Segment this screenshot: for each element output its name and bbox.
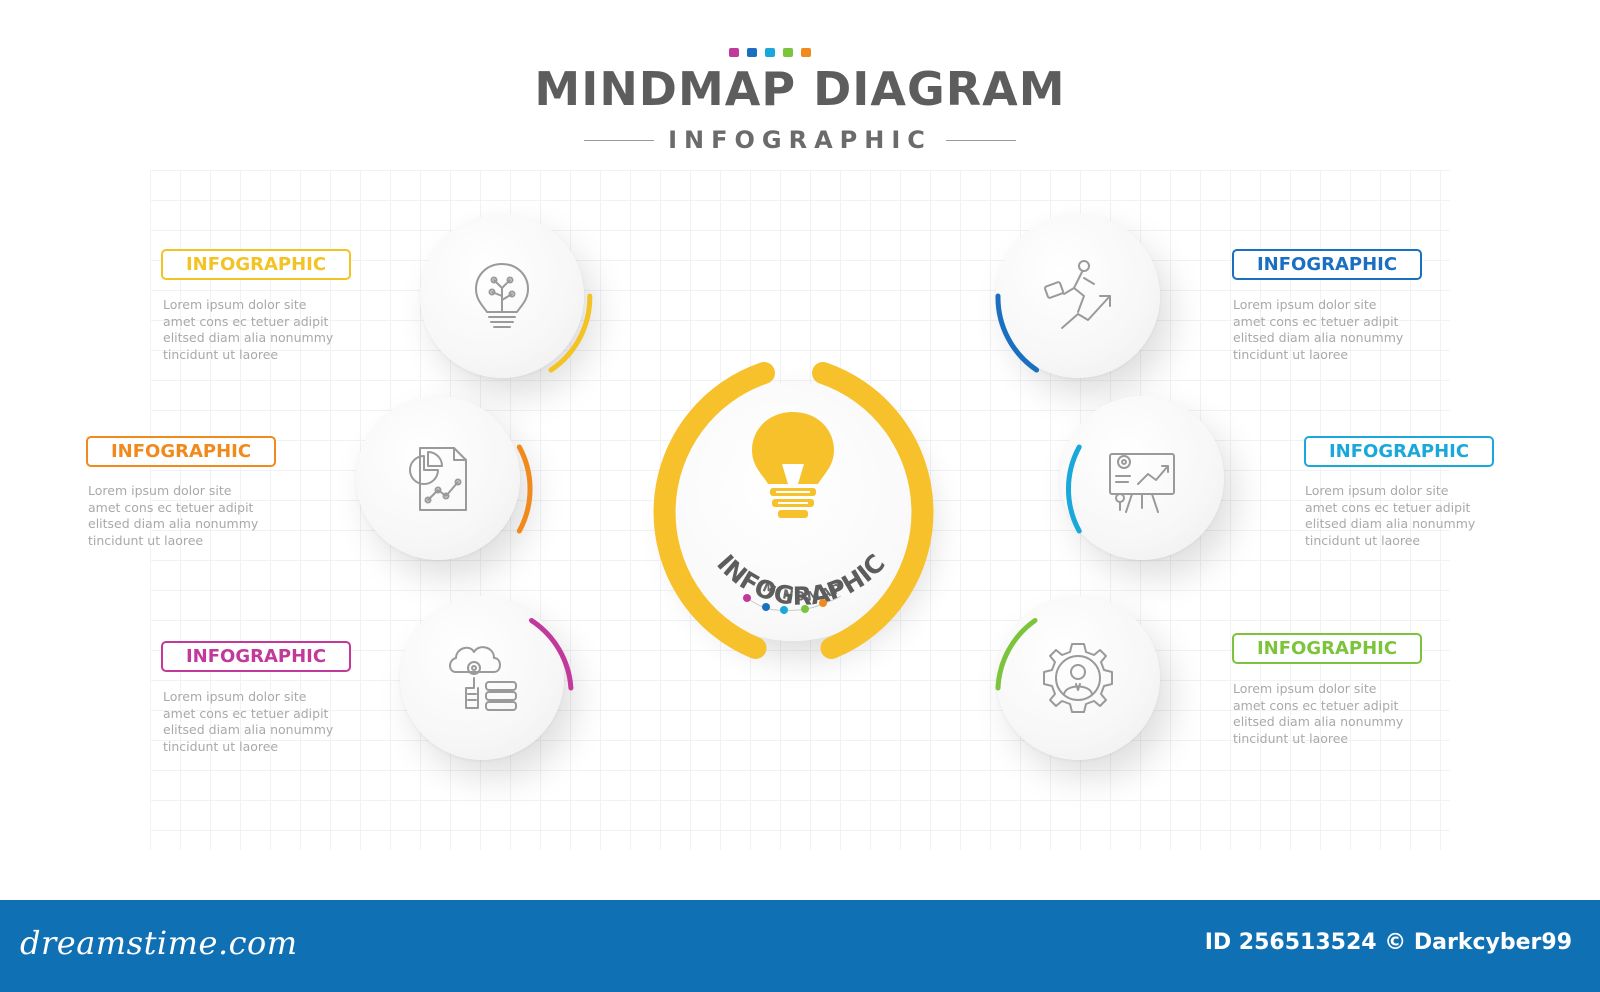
topic-node-1 [420, 214, 584, 378]
header-dot [729, 48, 739, 57]
page-subtitle: INFOGRAPHIC [668, 126, 932, 154]
infographic-canvas: MINDMAP DIAGRAM INFOGRAPHIC [0, 48, 1600, 850]
center-dot [819, 599, 827, 607]
topic-label-5: INFOGRAPHIC [1304, 436, 1494, 467]
footer-brand[interactable]: dreamstime.com [20, 924, 298, 962]
topic-description-1: Lorem ipsum dolor site amet cons ec tetu… [163, 297, 334, 362]
topic-description-6: Lorem ipsum dolor site amet cons ec tetu… [1233, 681, 1404, 746]
topic-label-1: INFOGRAPHIC [161, 249, 351, 280]
topic-node-6 [996, 596, 1160, 760]
topic-label-2: INFOGRAPHIC [86, 436, 276, 467]
topic-node-2 [356, 396, 520, 560]
topic-node-3 [400, 596, 564, 760]
subtitle-row: INFOGRAPHIC [0, 126, 1600, 154]
topic-description-4: Lorem ipsum dolor site amet cons ec tetu… [1233, 297, 1404, 362]
topic-label-3: INFOGRAPHIC [161, 641, 351, 672]
center-dot [780, 606, 788, 614]
header-dot [783, 48, 793, 57]
page-title: MINDMAP DIAGRAM [534, 62, 1066, 116]
center-ring-left [653, 362, 775, 659]
topic-description-5: Lorem ipsum dolor site amet cons ec tetu… [1305, 483, 1476, 548]
footer-bar: dreamstime.com ID 256513524 © Darkcyber9… [0, 900, 1600, 992]
business-growth-icon [1043, 260, 1111, 329]
header-dot [801, 48, 811, 57]
center-dot [743, 594, 751, 602]
topic-node-5 [1060, 396, 1224, 560]
topic-node-4 [996, 214, 1160, 378]
divider-line [584, 139, 655, 141]
header-color-dots [729, 48, 811, 57]
header-dot [747, 48, 757, 57]
center-dot [801, 605, 809, 613]
topic-label-6: INFOGRAPHIC [1232, 633, 1422, 664]
lightbulb-circuit-icon [475, 263, 529, 328]
topic-description-3: Lorem ipsum dolor site amet cons ec tetu… [163, 689, 334, 754]
report-chart-icon [409, 447, 467, 511]
topic-label-4: INFOGRAPHIC [1232, 249, 1422, 280]
center-hub-graphics: MINDMAP INFOGRAPHIC [653, 362, 934, 659]
gear-person-icon [1043, 643, 1113, 713]
presentation-board-icon [1109, 453, 1175, 513]
center-ring-right [812, 362, 934, 659]
header-dot [765, 48, 775, 57]
center-big-text: INFOGRAPHIC [711, 549, 891, 611]
center-dot [762, 603, 770, 611]
topic-description-2: Lorem ipsum dolor site amet cons ec tetu… [88, 483, 259, 548]
divider-line [945, 139, 1016, 141]
lightbulb-icon [752, 412, 834, 518]
footer-image-credit: ID 256513524 © Darkcyber99 [1204, 930, 1572, 955]
cloud-database-icon [449, 646, 517, 711]
